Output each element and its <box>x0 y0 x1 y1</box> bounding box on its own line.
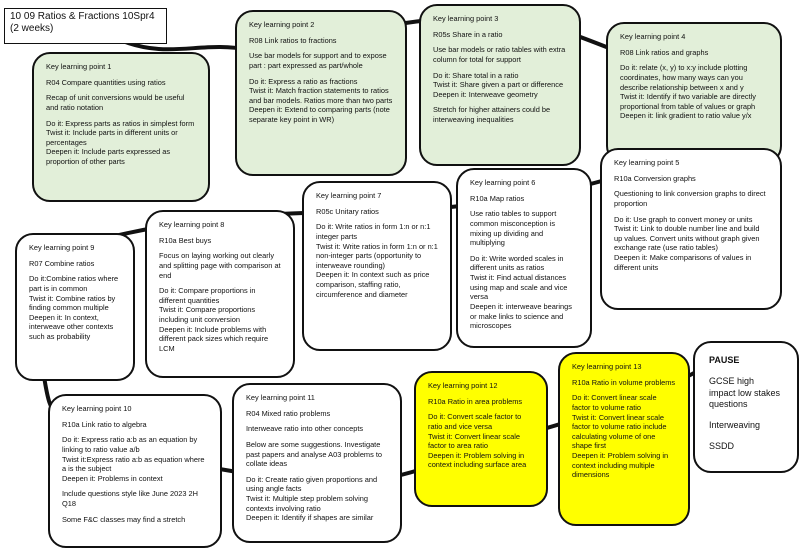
kp-text: Do it: Create ratio given proportions an… <box>246 474 378 523</box>
kp-code: R08 Link ratios and graphs <box>620 47 709 57</box>
pause-box: PAUSE GCSE high impact low stakes questi… <box>693 341 799 473</box>
kp-code: R10a Ratio in volume problems <box>572 377 676 387</box>
pause-item: Interweaving <box>709 420 761 430</box>
kp-text: Interweave ratio into other concepts <box>246 424 364 434</box>
key-learning-point-11: Key learning point 11 R04 Mixed ratio pr… <box>232 383 402 543</box>
key-learning-point-2: Key learning point 2 R08 Link ratios to … <box>235 10 407 176</box>
kp-text: Do it: Compare proportions in different … <box>159 286 269 353</box>
kp-heading: Key learning point 11 <box>246 393 315 402</box>
kp-text: Do it: Write worded scales in different … <box>470 253 572 331</box>
kp-text: Use bar models for support and to expose… <box>249 51 389 70</box>
kp-heading: Key learning point 7 <box>316 191 382 200</box>
kp-text: Do it: Share total in a ratio Twist it: … <box>433 70 564 99</box>
kp-text: Below are some suggestions. Investigate … <box>246 439 385 469</box>
key-learning-point-12: Key learning point 12 R10a Ratio in area… <box>414 371 548 507</box>
kp-heading: Key learning point 9 <box>29 243 95 252</box>
key-learning-point-5: Key learning point 5 R10a Conversion gra… <box>600 148 782 310</box>
kp-text: Use ratio tables to support common misco… <box>470 209 559 248</box>
kp-heading: Key learning point 13 <box>572 362 642 371</box>
kp-code: R05s Share in a ratio <box>433 29 503 39</box>
kp-heading: Key learning point 5 <box>614 158 680 167</box>
key-learning-point-10: Key learning point 10 R10a Link ratio to… <box>48 394 222 548</box>
kp-code: R04 Mixed ratio problems <box>246 408 331 418</box>
kp-code: R05c Unitary ratios <box>316 206 379 216</box>
kp-code: R08 Link ratios to fractions <box>249 35 337 45</box>
kp-text: Use bar models or ratio tables with extr… <box>433 45 568 64</box>
kp-heading: Key learning point 3 <box>433 14 499 23</box>
kp-code: R07 Combine ratios <box>29 258 95 268</box>
key-learning-point-1: Key learning point 1 R04 Compare quantit… <box>32 52 210 202</box>
key-learning-point-3: Key learning point 3 R05s Share in a rat… <box>419 4 581 166</box>
key-learning-point-13: Key learning point 13 R10a Ratio in volu… <box>558 352 690 526</box>
pause-heading: PAUSE <box>709 355 740 365</box>
kp-text: Include questions style like June 2023 2… <box>62 489 201 508</box>
kp-heading: Key learning point 4 <box>620 32 686 41</box>
kp-heading: Key learning point 12 <box>428 381 498 390</box>
page-title: 10 09 Ratios & Fractions 10Spr4 (2 weeks… <box>4 8 167 44</box>
kp-text: Some F&C classes may find a stretch <box>62 514 186 524</box>
kp-text: Do it: Express parts as ratios in simple… <box>46 118 195 167</box>
kp-text: Do it: Express a ratio as fractions Twis… <box>249 76 393 125</box>
kp-text: Do it: relate (x, y) to x:y include plot… <box>620 63 756 121</box>
kp-text: Questioning to link conversion graphs to… <box>614 189 768 208</box>
pause-item: GCSE high impact low stakes questions <box>709 376 783 409</box>
kp-code: R10a Conversion graphs <box>614 173 696 183</box>
pause-item: SSDD <box>709 441 735 452</box>
kp-heading: Key learning point 1 <box>46 62 112 71</box>
kp-text: Do it: Write ratios in form 1:n or n:1 i… <box>316 222 438 299</box>
kp-heading: Key learning point 10 <box>62 404 132 413</box>
kp-heading: Key learning point 8 <box>159 220 225 229</box>
kp-text: Do it: Express ratio a:b as an equation … <box>62 435 205 483</box>
key-learning-point-8: Key learning point 8 R10a Best buys Focu… <box>145 210 295 378</box>
kp-heading: Key learning point 2 <box>249 20 315 29</box>
key-learning-point-4: Key learning point 4 R08 Link ratios and… <box>606 22 782 164</box>
kp-code: R10a Link ratio to algebra <box>62 419 147 429</box>
kp-text: Stretch for higher attainers could be in… <box>433 105 553 124</box>
kp-code: R04 Compare quantities using ratios <box>46 77 166 87</box>
kp-code: R10a Best buys <box>159 235 212 245</box>
kp-text: Do it:Combine ratios where part is in co… <box>29 274 119 341</box>
kp-heading: Key learning point 6 <box>470 178 536 187</box>
key-learning-point-6: Key learning point 6 R10a Map ratios Use… <box>456 168 592 348</box>
kp-text: Focus on laying working out clearly and … <box>159 251 283 280</box>
kp-text: Do it: Use graph to convert money or uni… <box>614 214 760 272</box>
kp-text: Do it: Convert scale factor to ratio and… <box>428 412 527 470</box>
key-learning-point-7: Key learning point 7 R05c Unitary ratios… <box>302 181 452 351</box>
kp-text: Do it: Convert linear scale factor to vo… <box>572 393 669 480</box>
kp-code: R10a Ratio in area problems <box>428 396 523 406</box>
kp-code: R10a Map ratios <box>470 193 525 203</box>
kp-text: Recap of unit conversions would be usefu… <box>46 93 187 112</box>
key-learning-point-9: Key learning point 9 R07 Combine ratios … <box>15 233 135 381</box>
